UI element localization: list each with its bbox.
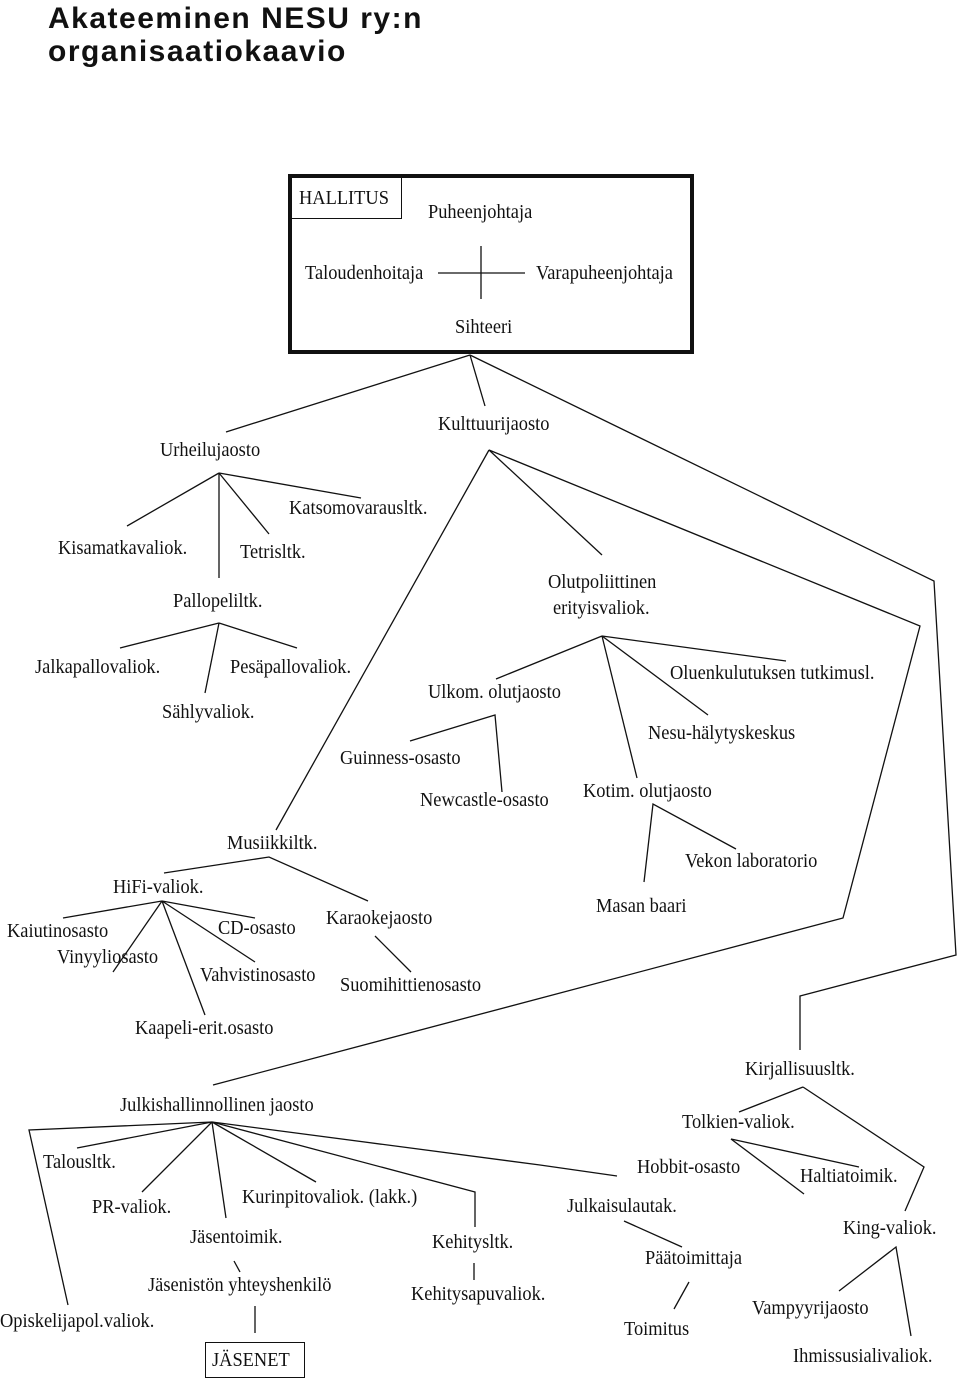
node-tolkien: Tolkien-valiok. xyxy=(682,1111,795,1133)
node-jasenet: JÄSENET xyxy=(212,1349,290,1371)
node-jasentoimik: Jäsentoimik. xyxy=(190,1226,283,1248)
node-varapuheenjohtaja: Varapuheenjohtaja xyxy=(536,262,673,284)
node-hifi: HiFi-valiok. xyxy=(113,876,204,898)
node-jasenisto: Jäsenistön yhteyshenkilö xyxy=(148,1274,332,1296)
node-opiskelija: Opiskelijapol.valiok. xyxy=(0,1310,155,1332)
title-line-1: Akateeminen NESU ry:n xyxy=(48,2,423,35)
node-kehitys: Kehitysltk. xyxy=(432,1231,514,1253)
node-julkis: Julkishallinnollinen jaosto xyxy=(120,1094,314,1116)
node-vekon: Vekon laboratorio xyxy=(685,850,818,872)
node-kehitysapu: Kehitysapuvaliok. xyxy=(411,1283,546,1305)
node-kirjallisuus: Kirjallisuusltk. xyxy=(745,1058,855,1080)
node-paatoimittaja: Päätoimittaja xyxy=(645,1247,743,1269)
node-sahlyvaliok: Sählyvaliok. xyxy=(162,701,255,723)
node-kaiutin: Kaiutinosasto xyxy=(7,920,109,942)
node-vinyyli: Vinyyliosasto xyxy=(57,946,159,968)
node-urheilujaosto: Urheilujaosto xyxy=(160,439,261,461)
node-olutpoliittinen1: Olutpoliittinen xyxy=(548,571,657,593)
node-oluenkulutuksen: Oluenkulutuksen tutkimusl. xyxy=(670,662,875,684)
node-hobbit: Hobbit-osasto xyxy=(637,1156,741,1178)
node-tetrisltk: Tetrisltk. xyxy=(240,541,306,563)
node-ulkom: Ulkom. olutjaosto xyxy=(428,681,561,703)
node-pr: PR-valiok. xyxy=(92,1196,172,1218)
node-haltia: Haltiatoimik. xyxy=(800,1165,898,1187)
node-vampyyri: Vampyyrijaosto xyxy=(752,1297,869,1319)
node-talous: Talousltk. xyxy=(43,1151,116,1173)
node-julkaisu: Julkaisulautak. xyxy=(567,1195,677,1217)
node-hallitus: HALLITUS xyxy=(299,187,389,209)
node-jalkapallovaliok: Jalkapallovaliok. xyxy=(35,656,161,678)
node-masan: Masan baari xyxy=(596,895,687,917)
node-olutpoliittinen2: erityisvaliok. xyxy=(553,597,650,619)
node-sihteeri: Sihteeri xyxy=(455,316,513,338)
jasenet-box xyxy=(205,1342,305,1378)
node-musiikkiltk: Musiikkiltk. xyxy=(227,832,318,854)
node-nesu: Nesu-hälytyskeskus xyxy=(648,722,796,744)
node-karaoke: Karaokejaosto xyxy=(326,907,433,929)
node-kotim: Kotim. olutjaosto xyxy=(583,780,712,802)
node-kurinpito: Kurinpitovaliok. (lakk.) xyxy=(242,1186,418,1208)
hallitus-box xyxy=(288,174,694,354)
node-katsomovarausltk: Katsomovarausltk. xyxy=(289,497,428,519)
node-kisamatkavaliok: Kisamatkavaliok. xyxy=(58,537,188,559)
node-toimitus: Toimitus xyxy=(624,1318,690,1340)
node-king: King-valiok. xyxy=(843,1217,937,1239)
node-newcastle: Newcastle-osasto xyxy=(420,789,549,811)
node-cd: CD-osasto xyxy=(218,917,296,939)
node-taloudenhoitaja: Taloudenhoitaja xyxy=(305,262,424,284)
node-vahvistin: Vahvistinosasto xyxy=(200,964,316,986)
node-guinness: Guinness-osasto xyxy=(340,747,461,769)
node-puheenjohtaja: Puheenjohtaja xyxy=(428,201,533,223)
chart-title: Akateeminen NESU ry:n organisaatiokaavio xyxy=(48,2,423,68)
node-kulttuurijaosto: Kulttuurijaosto xyxy=(438,413,550,435)
node-suomihitti: Suomihittienosasto xyxy=(340,974,482,996)
node-kaapeli: Kaapeli-erit.osasto xyxy=(135,1017,274,1039)
hallitus-label-box xyxy=(292,178,402,219)
node-pallopeliltk: Pallopeliltk. xyxy=(173,590,263,612)
title-line-2: organisaatiokaavio xyxy=(48,35,347,68)
node-ihmissusi: Ihmissusialivaliok. xyxy=(793,1345,933,1367)
node-pesapallovaliok: Pesäpallovaliok. xyxy=(230,656,352,678)
